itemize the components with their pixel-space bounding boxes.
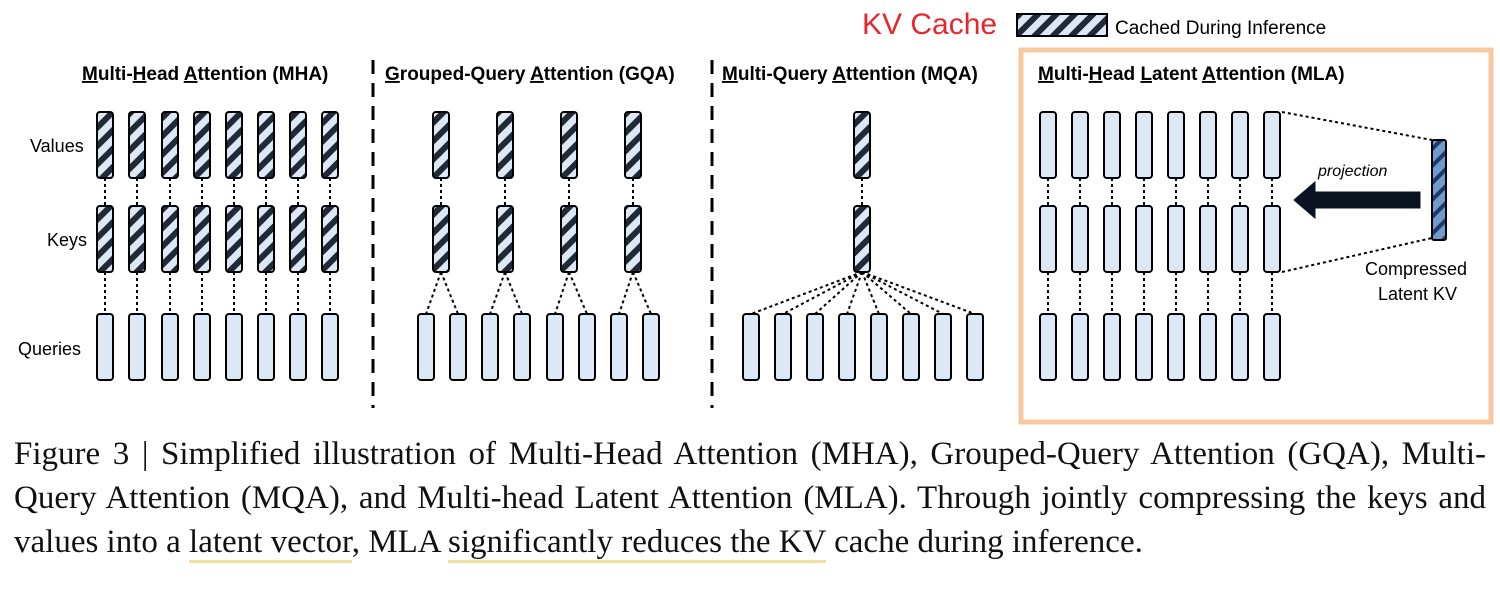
gqa-group xyxy=(417,111,660,381)
caption-highlight-reduces: significantly reduces the KV xyxy=(448,524,826,563)
caption-prefix: Figure 3 | Simplified illustration of Mu… xyxy=(14,436,1486,560)
mha-group xyxy=(96,111,339,381)
kv-cache-title: KV Cache xyxy=(862,8,997,41)
mha-values xyxy=(96,111,339,179)
mqa-queries xyxy=(742,313,984,381)
mla-highlight-frame xyxy=(1018,47,1494,425)
mla-values xyxy=(1039,111,1281,179)
caption-highlight-latent-vector: latent vector xyxy=(189,524,352,563)
row-label-keys: Keys xyxy=(47,230,87,250)
mha-queries xyxy=(96,313,339,381)
projection-label: projection xyxy=(1317,163,1387,180)
mqa-connectors xyxy=(750,178,976,315)
mha-connectors xyxy=(104,178,331,314)
caption-middle: , MLA xyxy=(351,524,448,560)
panel-title-mha: Multi-Head Attention (MHA) xyxy=(82,64,328,85)
mqa-value xyxy=(853,111,871,179)
latent-label-line1: Compressed xyxy=(1365,259,1467,279)
mla-connectors xyxy=(1047,111,1433,314)
panel-title-mqa: Multi-Query Attention (MQA) xyxy=(722,64,978,85)
mqa-group xyxy=(742,111,984,381)
mha-keys xyxy=(96,205,339,273)
gqa-keys xyxy=(432,205,642,273)
legend-cached-label: Cached During Inference xyxy=(1115,18,1326,39)
projection-arrow xyxy=(1293,180,1421,220)
row-label-queries: Queries xyxy=(18,339,81,359)
mla-queries xyxy=(1039,313,1281,381)
caption-suffix: cache during inference. xyxy=(825,524,1143,560)
row-label-values: Values xyxy=(30,136,84,156)
panel-title-gqa: Grouped-Query Attention (GQA) xyxy=(385,64,675,85)
mqa-key xyxy=(853,205,871,273)
latent-label-line2: Latent KV xyxy=(1378,284,1457,304)
gqa-connectors xyxy=(425,178,652,315)
figure-caption: Figure 3 | Simplified illustration of Mu… xyxy=(14,432,1486,564)
attention-diagram: KV Cache Cached During Inference Multi-H… xyxy=(18,8,1494,425)
latent-kv-vector xyxy=(1431,139,1447,241)
mla-group: projection Compressed Latent KV xyxy=(1039,111,1467,381)
legend-hatch-swatch xyxy=(1016,13,1108,37)
panel-title-mla: Multi-Head Latent Attention (MLA) xyxy=(1038,64,1345,85)
mla-keys xyxy=(1039,205,1281,273)
gqa-queries xyxy=(417,313,660,381)
gqa-values xyxy=(432,111,642,179)
